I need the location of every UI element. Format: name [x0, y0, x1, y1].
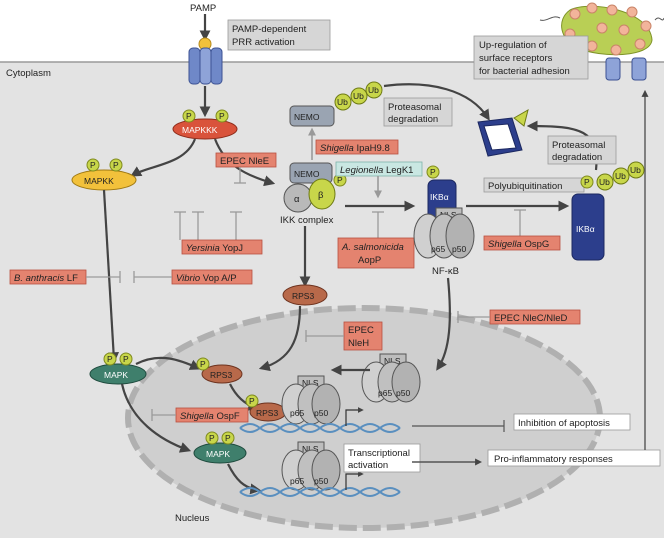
- phospho-label: P: [113, 160, 119, 170]
- p65-label: p65: [290, 476, 304, 486]
- nls-label: NLS: [302, 378, 319, 388]
- effector-aopp: AopP: [358, 255, 381, 266]
- p50-label: p50: [396, 388, 410, 398]
- nemo-label: NEMO: [294, 169, 320, 179]
- effector-a-salmonicida: A. salmonicida: [341, 242, 404, 253]
- nls-label: NLS: [384, 356, 401, 366]
- effector-shigella-ospf: Shigella OspF: [180, 411, 240, 422]
- mapkkk-label: MAPKKK: [182, 125, 218, 135]
- phospho-label: P: [209, 433, 215, 443]
- ikk-alpha: α: [294, 194, 300, 205]
- proteasomal-label-2a: Proteasomal: [552, 140, 605, 151]
- mapkk-label: MAPKK: [84, 176, 114, 186]
- polyubiquitination-label: Polyubiquitination: [488, 181, 562, 192]
- effector-epec: EPEC: [348, 325, 374, 336]
- effector-shigella-ospg: Shigella OspG: [488, 239, 549, 250]
- upregulation-label-3: for bacterial adhesion: [479, 66, 570, 77]
- proteasomal-label-1a: Proteasomal: [388, 102, 441, 113]
- ikk-complex-label: IKK complex: [280, 215, 334, 226]
- ub-label: Ub: [353, 91, 364, 101]
- p50-label: p50: [314, 408, 328, 418]
- ikba-label: IKBα: [576, 224, 595, 234]
- cytoplasm-label: Cytoplasm: [6, 68, 51, 79]
- phospho-label: P: [249, 396, 255, 406]
- phospho-label: P: [225, 433, 231, 443]
- phospho-label: P: [90, 160, 96, 170]
- prr-receptor: [188, 47, 223, 85]
- rps3-node: [282, 284, 328, 306]
- p50-label: p50: [452, 244, 466, 254]
- nemo-ikk: [289, 162, 333, 184]
- phospho-label: P: [337, 175, 343, 185]
- mapkkk-node: [172, 118, 238, 140]
- upregulation-label-2: surface receptors: [479, 53, 553, 64]
- inhibition-apoptosis-label: Inhibition of apoptosis: [518, 418, 610, 429]
- p65-label: p65: [431, 244, 445, 254]
- p50-label: p50: [314, 476, 328, 486]
- effector-epec-nlee: EPEC NleE: [220, 156, 269, 167]
- rps3-label: RPS3: [292, 291, 314, 301]
- effector-b-anthracis-lf: B. anthracis LF: [14, 273, 78, 284]
- proteasomal-label-1b: degradation: [388, 114, 438, 125]
- phospho-label: P: [123, 354, 129, 364]
- p65-label: p65: [378, 388, 392, 398]
- mapk-node: [89, 363, 147, 385]
- mapk-label: MAPK: [206, 449, 230, 459]
- ub-label: Ub: [630, 165, 641, 175]
- effector-epec-nlec-nled: EPEC NleC/NleD: [494, 313, 568, 324]
- phospho-label: P: [584, 177, 590, 187]
- mapk-label: MAPK: [104, 370, 128, 380]
- effector-yersinia-yopj: Yersinia YopJ: [186, 243, 243, 254]
- phospho-label: P: [430, 167, 436, 177]
- proteasomal-label-2b: degradation: [552, 152, 602, 163]
- effector-vibrio-vopap: Vibrio Vop A/P: [176, 273, 237, 284]
- nemo-ubiquitinated: [289, 105, 335, 127]
- rps3-label: RPS3: [256, 408, 278, 418]
- rps3-label: RPS3: [210, 370, 232, 380]
- effector-nleh: NleH: [348, 338, 369, 349]
- transcriptional-label-2: activation: [348, 460, 388, 471]
- nemo-label: NEMO: [294, 112, 320, 122]
- dna-lower: [239, 487, 401, 497]
- effector-shigella-ipah98: Shigella IpaH9.8: [320, 143, 390, 154]
- ub-label: Ub: [337, 97, 348, 107]
- pamp-prr-label-2: PRR activation: [232, 37, 295, 48]
- p65-label: p65: [290, 408, 304, 418]
- pamp-label: PAMP: [190, 3, 216, 14]
- dna-upper: [239, 423, 401, 433]
- effector-legionella-legk1: Legionella LegK1: [340, 165, 413, 176]
- phospho-label: P: [219, 111, 225, 121]
- nfkb-label: NF-κB: [432, 266, 459, 277]
- transcriptional-label-1: Transcriptional: [348, 448, 410, 459]
- nucleus-label: Nucleus: [175, 513, 210, 524]
- mapk-nuclear-node: [193, 442, 247, 464]
- phospho-label: P: [107, 354, 113, 364]
- ikk-beta: β: [318, 190, 324, 201]
- phospho-label: P: [200, 359, 206, 369]
- ikba-ubiquitinated: [571, 193, 605, 261]
- nls-label: NLS: [302, 444, 319, 454]
- ub-label: Ub: [615, 171, 626, 181]
- surface-receptors: [605, 57, 647, 81]
- ub-label: Ub: [368, 85, 379, 95]
- ikba-label: IKBα: [430, 192, 449, 202]
- proinflammatory-label: Pro-inflammatory responses: [494, 454, 613, 465]
- phospho-label: P: [186, 111, 192, 121]
- upregulation-label-1: Up-regulation of: [479, 40, 547, 51]
- pamp-prr-label-1: PAMP-dependent: [232, 24, 307, 35]
- ub-label: Ub: [599, 177, 610, 187]
- proteasome-icon: [477, 108, 529, 157]
